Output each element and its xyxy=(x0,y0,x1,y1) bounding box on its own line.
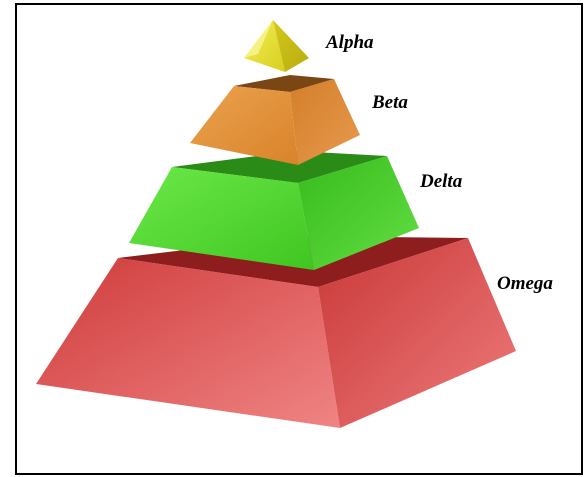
tier-alpha-left xyxy=(244,20,285,72)
tier-alpha-back xyxy=(244,20,273,58)
tier-beta-front xyxy=(190,86,298,165)
tier-alpha-right xyxy=(273,20,309,72)
tier-beta xyxy=(190,75,360,165)
tier-label-omega: Omega xyxy=(497,273,553,294)
tier-omega-right xyxy=(318,238,516,428)
tier-omega xyxy=(36,236,516,428)
tier-delta-front xyxy=(129,167,314,270)
tier-label-alpha: Alpha xyxy=(326,32,374,53)
tier-beta-top xyxy=(234,75,334,92)
tier-delta-right xyxy=(298,156,419,270)
tier-alpha xyxy=(244,20,309,72)
tier-label-delta: Delta xyxy=(420,171,463,192)
tier-label-beta: Beta xyxy=(372,92,408,113)
tier-omega-front xyxy=(36,258,340,428)
tier-delta xyxy=(129,151,419,270)
tier-beta-right xyxy=(290,79,360,165)
tier-delta-top xyxy=(172,151,387,183)
